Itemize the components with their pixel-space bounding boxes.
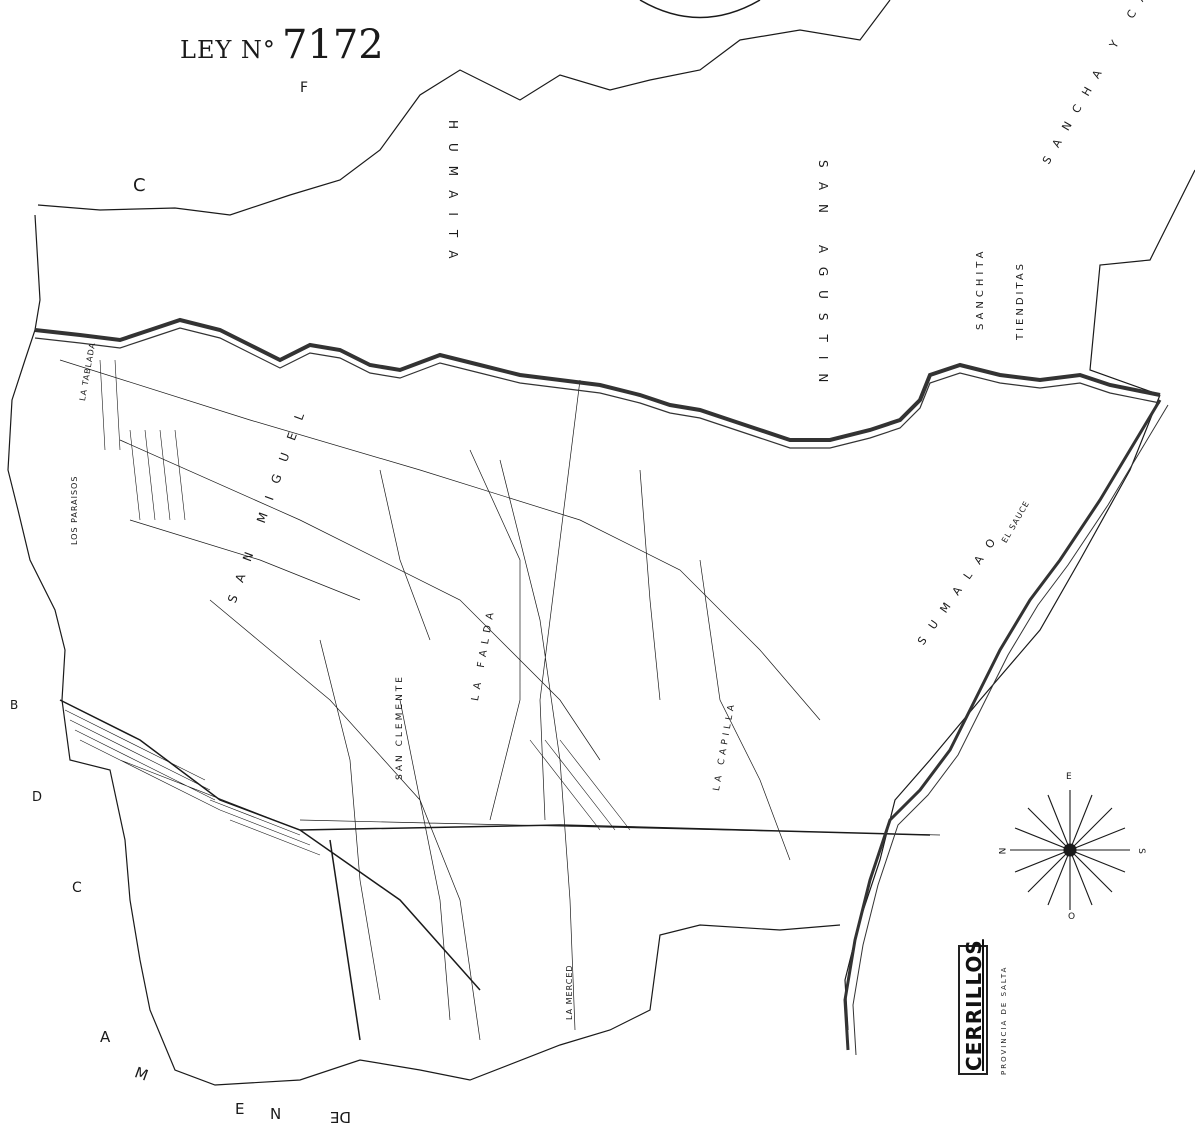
- edge-letter-e: E: [235, 1100, 245, 1118]
- department-boundary: [7, 0, 1195, 1086]
- cartouche-title: CERRILLOS: [962, 939, 986, 1071]
- cartouche-province: PROVINCIA DE SALTA: [1000, 965, 1008, 1075]
- river: [34, 317, 1169, 1056]
- road-lines: [59, 699, 931, 1041]
- compass-east: E: [1066, 772, 1072, 782]
- label-sanchita: SANCHITA: [975, 247, 986, 330]
- label-la-merced: LA MERCED: [565, 964, 574, 1020]
- edge-letter-n: N: [270, 1105, 282, 1123]
- law-number: 7172: [281, 22, 384, 68]
- compass-north: N: [998, 847, 1009, 855]
- label-humaita: HUMAITA: [446, 120, 460, 273]
- label-san-agustin: SAN AGUSTIN: [816, 160, 830, 397]
- edge-letter-c2: C: [72, 880, 82, 896]
- label-tienditas: TIENDITAS: [1015, 260, 1026, 340]
- compass-west: O: [1068, 912, 1076, 922]
- cartouche-frame: CERRILLOS: [958, 939, 988, 1075]
- edge-letter-a: A: [100, 1028, 111, 1046]
- edge-letter-b: B: [10, 698, 19, 712]
- parcel-lines: [59, 359, 941, 1041]
- law-prefix: LEY N°: [180, 36, 276, 64]
- settlement-hatching: [64, 359, 631, 856]
- label-los-paraisos: LOS PARAISOS: [70, 475, 79, 545]
- edge-letter-de: DE: [330, 1108, 352, 1126]
- label-san-clemente: SAN CLEMENTE: [395, 674, 405, 780]
- law-title: LEY N°7172: [180, 22, 384, 68]
- edge-letter-c1: C: [133, 175, 146, 196]
- edge-letter-f: F: [300, 80, 309, 96]
- edge-letter-d: D: [32, 790, 43, 805]
- compass-south: S: [1135, 848, 1146, 854]
- compass-rose: [1010, 790, 1130, 910]
- seal-arc: [639, 0, 761, 19]
